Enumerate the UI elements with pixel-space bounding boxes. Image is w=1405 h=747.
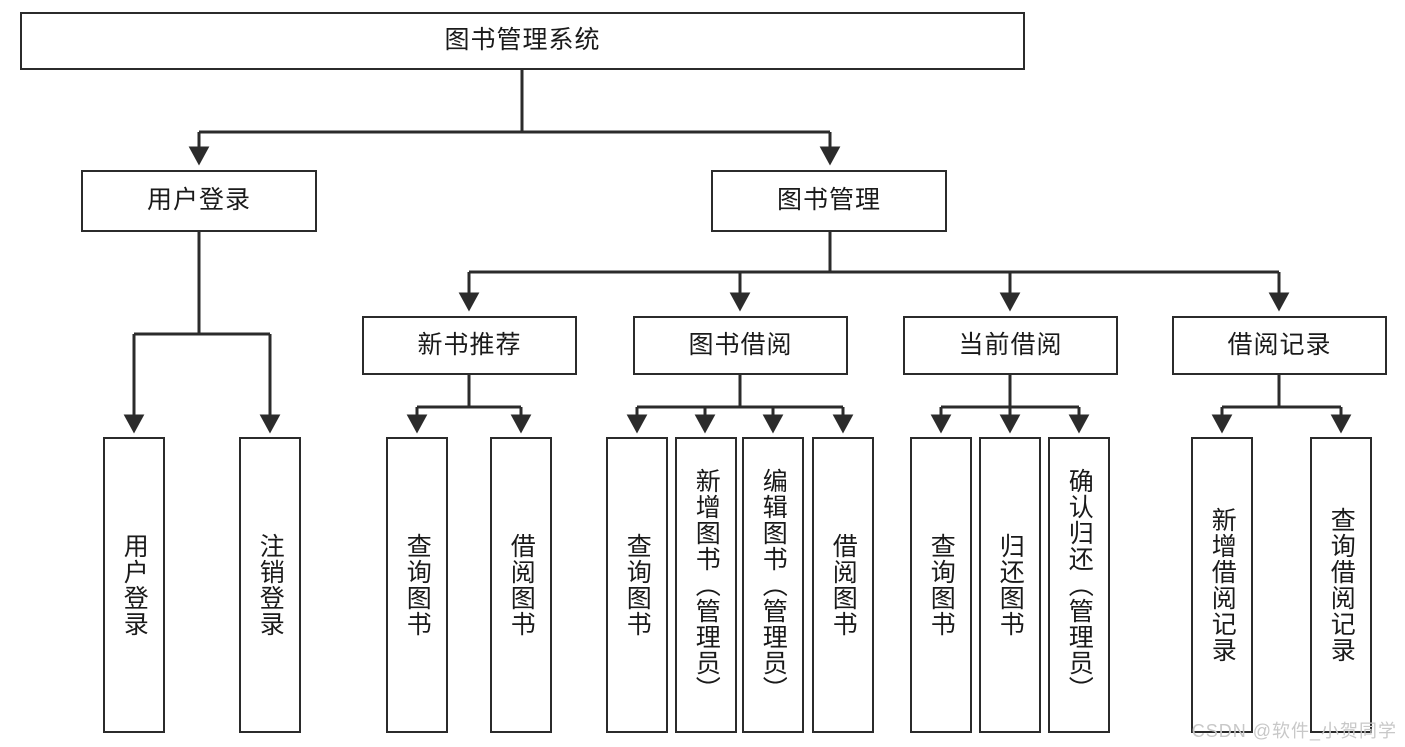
node-label: 图书借阅 [688,330,793,359]
leaf-add-book-admin[interactable]: 新增图书（管理员） [675,437,737,733]
node-label: 查询图书 [927,533,956,637]
leaf-query-book-recommend[interactable]: 查询图书 [386,437,448,733]
node-label: 当前借阅 [958,330,1063,359]
node-root-book-management-system[interactable]: 图书管理系统 [20,12,1025,70]
node-label: 确认归还（管理员） [1065,468,1094,702]
node-label: 图书管理系统 [444,26,601,55]
node-label: 借阅图书 [829,533,858,637]
node-label: 用户登录 [146,186,251,215]
node-label: 新增借阅记录 [1208,507,1237,663]
leaf-borrow-book[interactable]: 借阅图书 [812,437,874,733]
node-label: 编辑图书（管理员） [759,468,788,702]
leaf-borrow-book-recommend[interactable]: 借阅图书 [490,437,552,733]
leaf-confirm-return-admin[interactable]: 确认归还（管理员） [1048,437,1110,733]
leaf-user-login[interactable]: 用户登录 [103,437,165,733]
leaf-logout[interactable]: 注销登录 [239,437,301,733]
node-label: 借阅记录 [1227,330,1332,359]
node-book-management[interactable]: 图书管理 [711,170,947,232]
node-current-borrow[interactable]: 当前借阅 [903,316,1118,375]
node-label: 用户登录 [120,533,149,637]
leaf-query-book-borrow[interactable]: 查询图书 [606,437,668,733]
csdn-watermark: CSDN @软件_小贺同学 [1191,721,1397,741]
node-borrow-record[interactable]: 借阅记录 [1172,316,1387,375]
node-label: 查询图书 [623,533,652,637]
leaf-return-book[interactable]: 归还图书 [979,437,1041,733]
node-label: 注销登录 [256,533,285,637]
node-user-login[interactable]: 用户登录 [81,170,317,232]
node-label: 查询借阅记录 [1327,507,1356,663]
leaf-query-borrow-record[interactable]: 查询借阅记录 [1310,437,1372,733]
node-label: 新书推荐 [417,330,522,359]
node-label: 图书管理 [776,186,881,215]
node-new-book-recommend[interactable]: 新书推荐 [362,316,577,375]
node-book-borrow[interactable]: 图书借阅 [633,316,848,375]
node-label: 归还图书 [996,533,1025,637]
leaf-edit-book-admin[interactable]: 编辑图书（管理员） [742,437,804,733]
leaf-add-borrow-record[interactable]: 新增借阅记录 [1191,437,1253,733]
node-label: 新增图书（管理员） [692,468,721,702]
leaf-query-book-current[interactable]: 查询图书 [910,437,972,733]
node-label: 查询图书 [403,533,432,637]
node-label: 借阅图书 [507,533,536,637]
